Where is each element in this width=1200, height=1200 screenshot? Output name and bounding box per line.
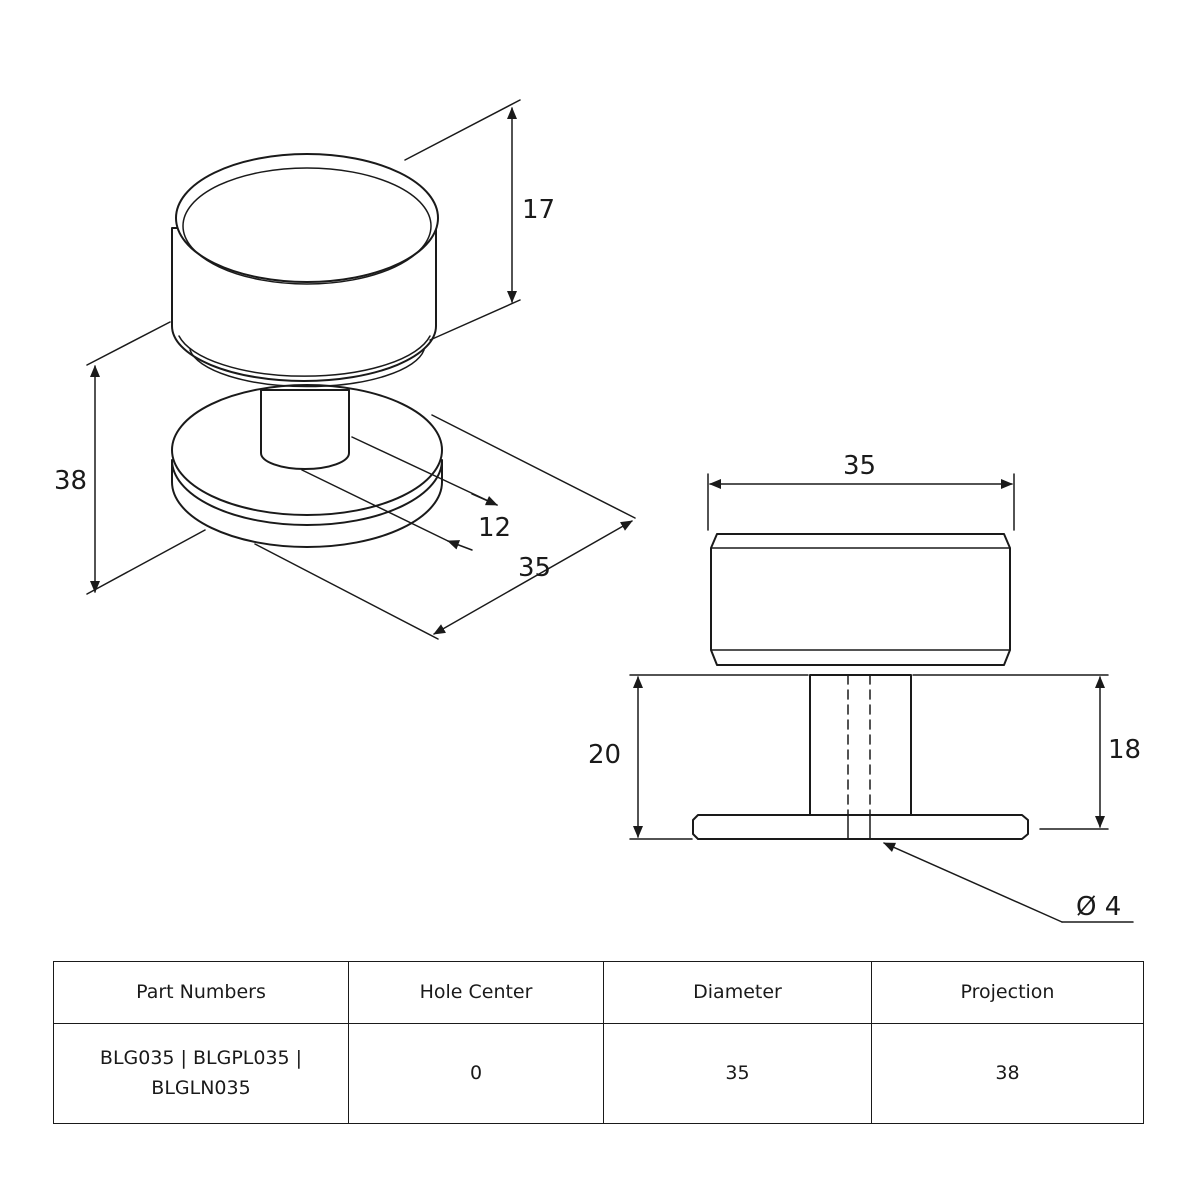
dim-side-stem-height: 18: [912, 674, 1141, 830]
iso-stem: [260, 389, 350, 470]
dim-side-width: 35: [707, 451, 1015, 531]
spec-table: Part Numbers Hole Center Diameter Projec…: [53, 961, 1144, 1124]
header-hole-center: Hole Center: [348, 961, 604, 1024]
cell-hole-center: 0: [348, 1023, 604, 1124]
cell-diameter: 35: [603, 1023, 872, 1124]
cell-part-numbers: BLG035 | BLGPL035 | BLGLN035: [53, 1023, 349, 1124]
dim-label-35-side: 35: [843, 451, 876, 481]
header-part-numbers: Part Numbers: [53, 961, 349, 1024]
dim-iso-top-height: 17: [404, 99, 555, 341]
side-stem: [809, 674, 912, 839]
side-view: 35 20 18 Ø 4: [588, 451, 1141, 923]
table-row: BLG035 | BLGPL035 | BLGLN035 0 35 38: [53, 1023, 1144, 1124]
header-diameter: Diameter: [603, 961, 872, 1024]
dim-label-35-iso: 35: [518, 553, 551, 583]
dim-label-17: 17: [522, 195, 555, 225]
dim-iso-base-diameter: 35: [254, 414, 636, 640]
side-knob-head: [710, 533, 1011, 666]
dim-label-hole: Ø 4: [1076, 892, 1121, 922]
part-numbers-line2: BLGLN035: [151, 1076, 251, 1099]
header-projection: Projection: [871, 961, 1144, 1024]
dim-label-38: 38: [54, 466, 87, 496]
dim-iso-total-height: 38: [54, 321, 206, 595]
iso-knob-head: [171, 153, 439, 388]
dim-hole-diameter: Ø 4: [883, 842, 1134, 923]
technical-drawing: 17 38 12 35: [54, 99, 1141, 923]
part-numbers-line1: BLG035 | BLGPL035 |: [99, 1047, 303, 1070]
table-header-row: Part Numbers Hole Center Diameter Projec…: [53, 961, 1144, 1024]
dim-label-18: 18: [1108, 735, 1141, 765]
cell-projection: 38: [871, 1023, 1144, 1124]
side-base-plate: [692, 814, 1029, 840]
isometric-view: 17 38 12 35: [54, 99, 636, 640]
dim-side-base-height: 20: [588, 674, 809, 840]
dim-label-12: 12: [478, 513, 511, 543]
dim-label-20: 20: [588, 740, 621, 770]
